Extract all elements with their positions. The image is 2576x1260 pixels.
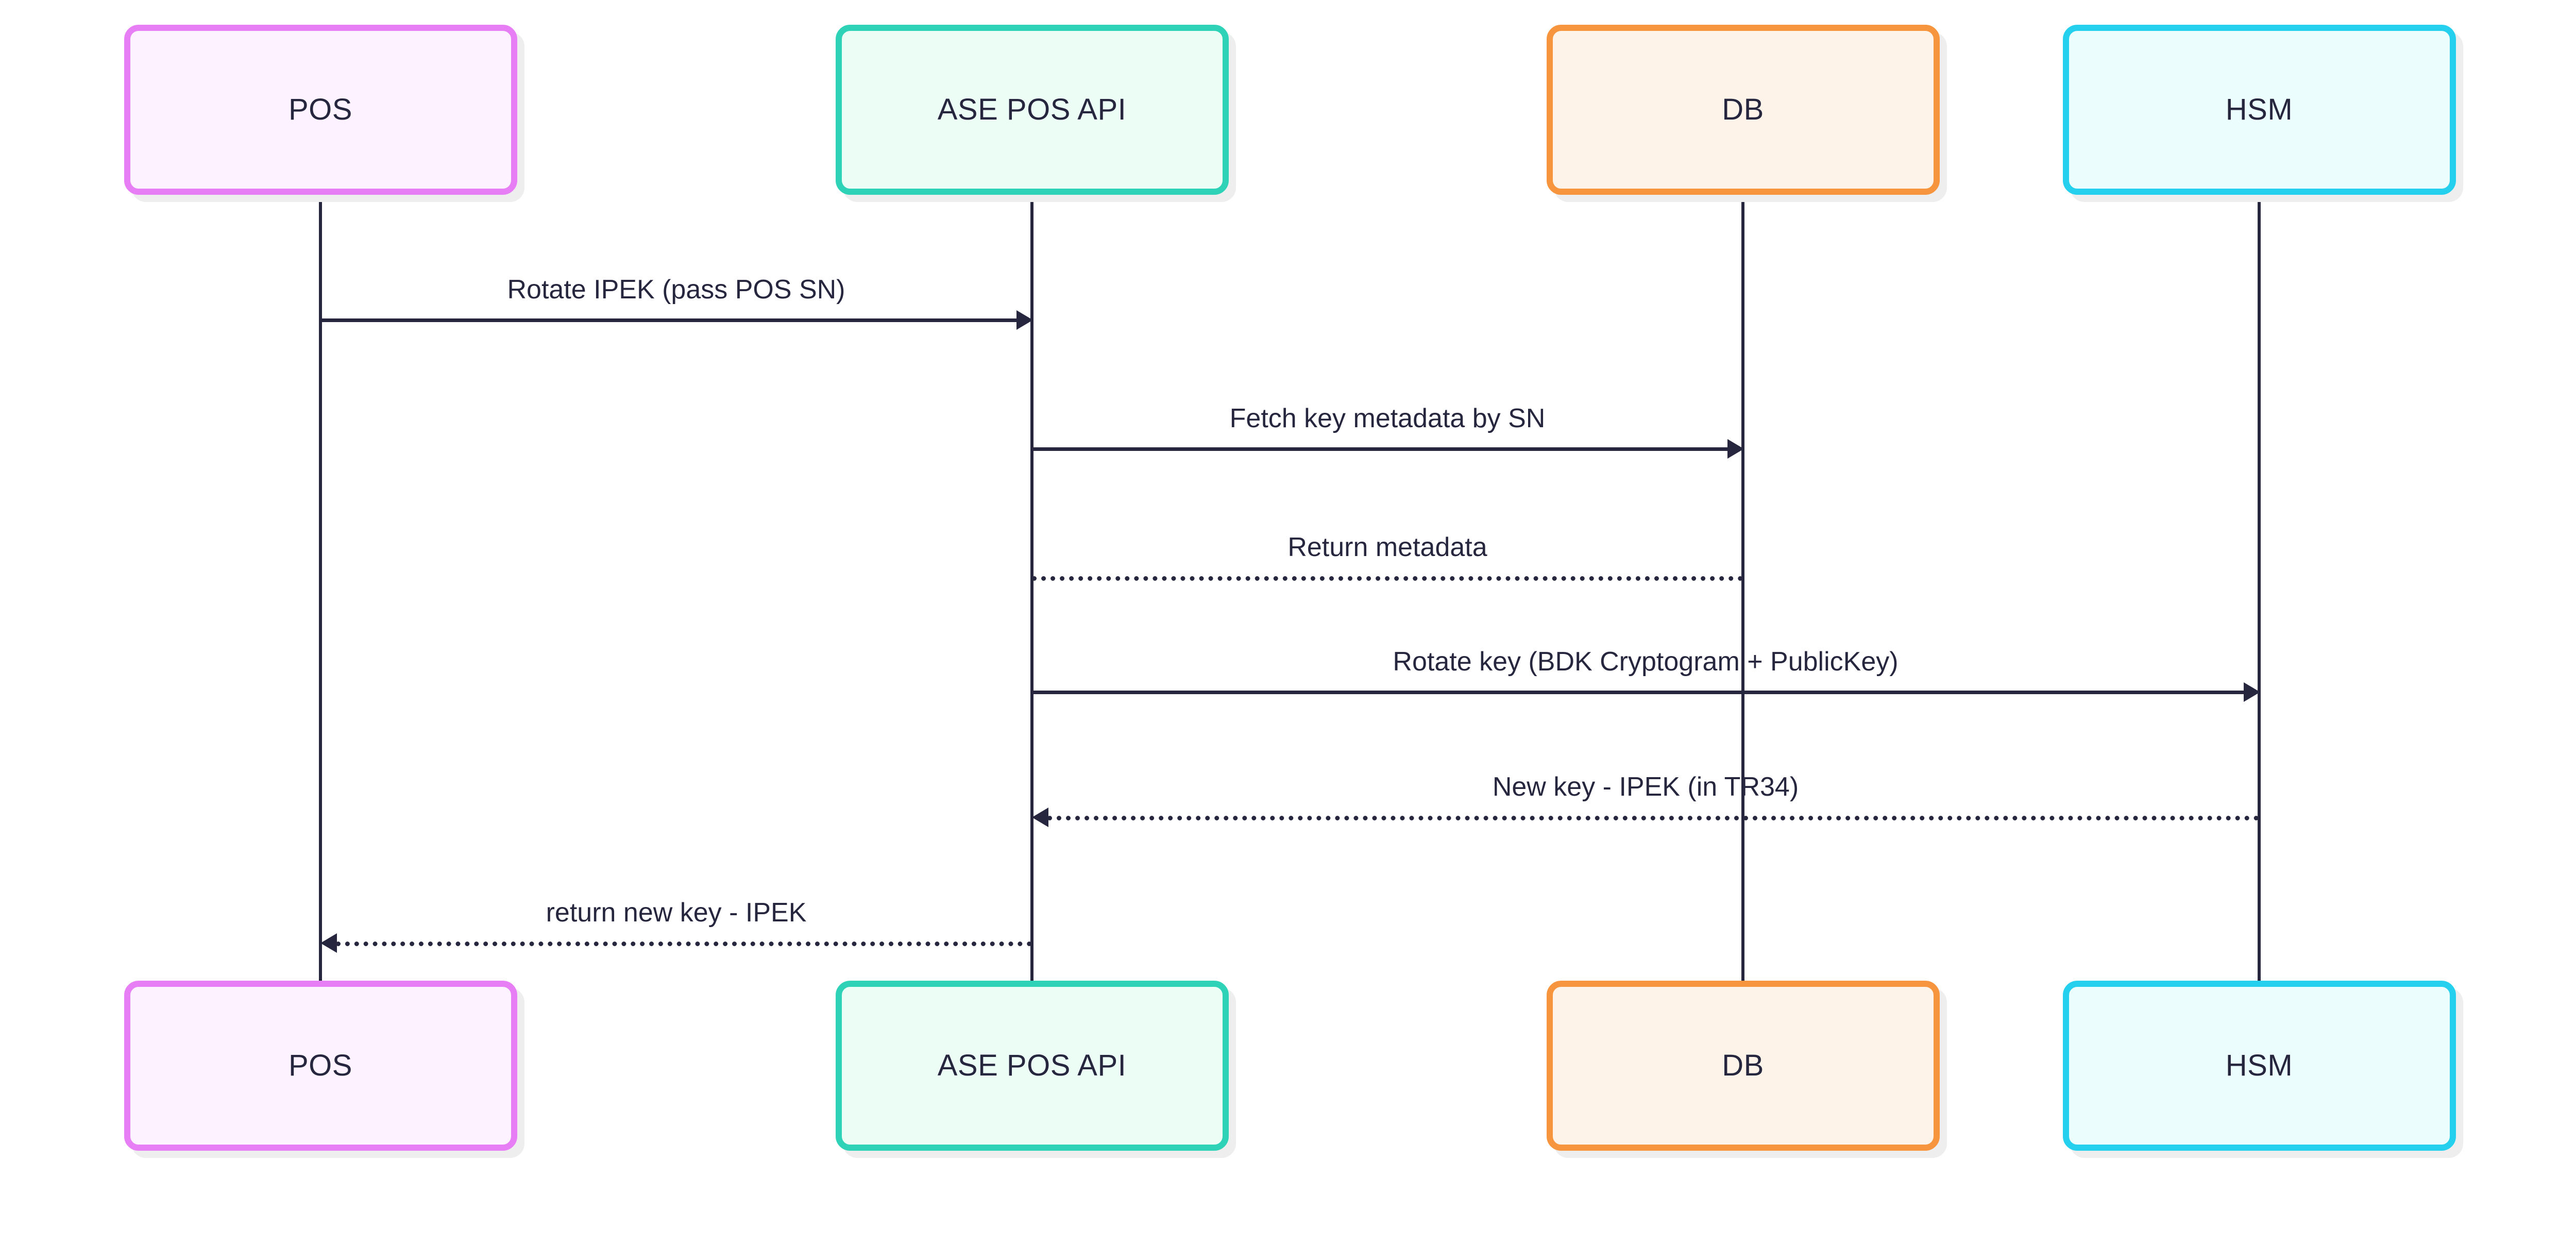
lifeline-db <box>1741 195 1744 981</box>
participant-label-db: DB <box>1722 93 1764 126</box>
participant-label-hsm: HSM <box>2225 1049 2293 1082</box>
participant-label-db: DB <box>1722 1049 1764 1082</box>
message-arrowhead-5 <box>1032 808 1048 827</box>
message-line-4 <box>1032 691 2244 694</box>
message-line-3 <box>1032 576 1743 581</box>
participant-label-pos: POS <box>289 93 352 126</box>
message-arrowhead-4 <box>2244 682 2260 702</box>
participant-label-ase_pos_api: ASE POS API <box>937 1049 1127 1082</box>
message-label-2: Fetch key metadata by SN <box>1229 404 1546 433</box>
message-label-4: Rotate key (BDK Cryptogram + PublicKey) <box>1393 647 1899 677</box>
participant-box-pos-top[interactable]: POS <box>124 25 517 195</box>
message-line-2 <box>1032 447 1727 451</box>
lifeline-hsm <box>2258 195 2261 981</box>
message-label-3: Return metadata <box>1287 532 1487 562</box>
message-label-5: New key - IPEK (in TR34) <box>1492 772 1799 802</box>
participant-box-ase_pos_api-bottom[interactable]: ASE POS API <box>835 981 1229 1151</box>
message-arrowhead-1 <box>1016 310 1033 330</box>
message-label-1: Rotate IPEK (pass POS SN) <box>507 275 845 305</box>
participant-label-ase_pos_api: ASE POS API <box>937 93 1127 126</box>
lifeline-pos <box>319 195 322 981</box>
message-line-6 <box>336 942 1032 946</box>
message-line-5 <box>1047 816 2259 820</box>
participant-box-db-bottom[interactable]: DB <box>1546 981 1940 1151</box>
message-arrowhead-2 <box>1727 439 1744 459</box>
message-label-6: return new key - IPEK <box>546 898 807 928</box>
message-arrowhead-6 <box>320 933 337 953</box>
participant-box-hsm-bottom[interactable]: HSM <box>2062 981 2456 1151</box>
participant-label-hsm: HSM <box>2225 93 2293 126</box>
participant-label-pos: POS <box>289 1049 352 1082</box>
lifeline-ase_pos_api <box>1030 195 1033 981</box>
participant-box-ase_pos_api-top[interactable]: ASE POS API <box>835 25 1229 195</box>
participant-box-db-top[interactable]: DB <box>1546 25 1940 195</box>
participant-box-pos-bottom[interactable]: POS <box>124 981 517 1151</box>
message-line-1 <box>320 318 1016 322</box>
participant-box-hsm-top[interactable]: HSM <box>2062 25 2456 195</box>
